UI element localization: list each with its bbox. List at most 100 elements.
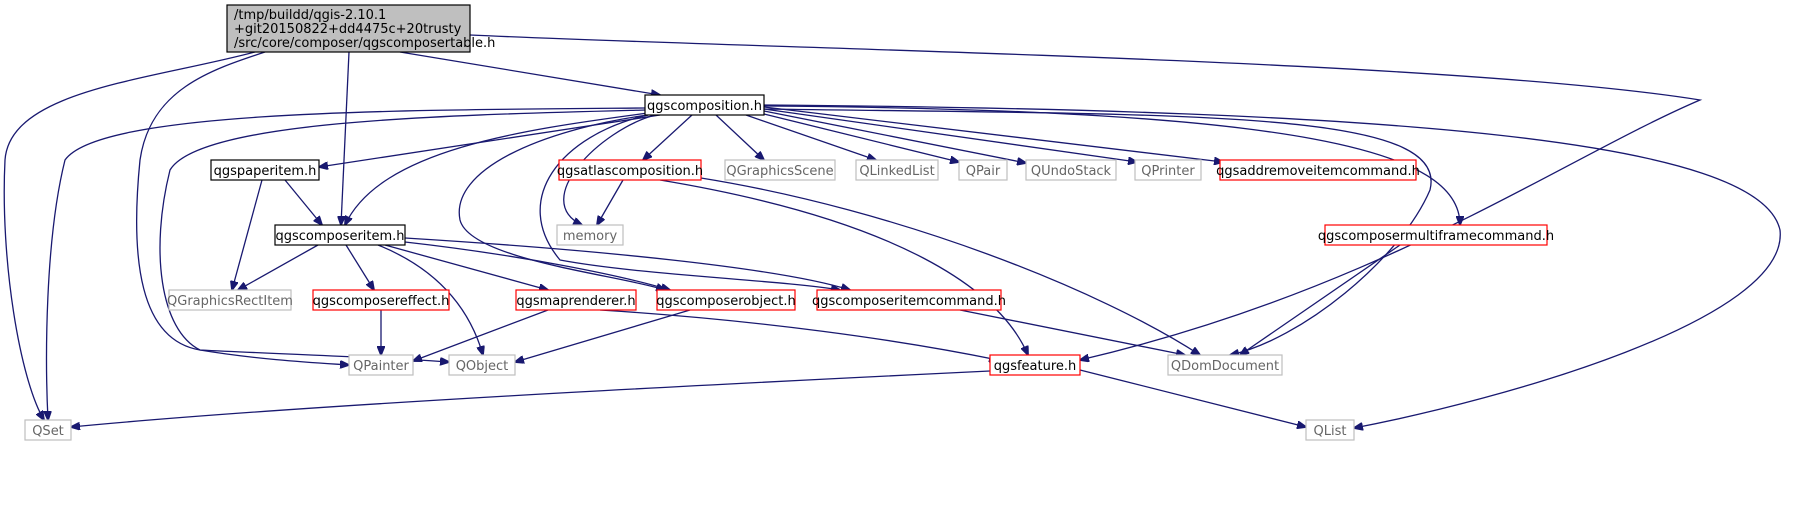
node-qgsatlascomposition[interactable]: qgsatlascomposition.h <box>557 159 703 181</box>
edge-qgspaperitem-to-qgscomposeritem <box>284 179 322 225</box>
edge-arrow <box>959 309 1185 355</box>
edge-qgscomposeritemcommand-to-qdomdocument <box>959 309 1185 355</box>
edge-qgsfeature-to-qset <box>71 370 991 427</box>
node-label: qgscomposition.h <box>647 99 762 114</box>
edge-qgscomposition-to-qgsaddremoveitemcommand <box>763 106 1223 162</box>
edge-arrow <box>458 114 665 290</box>
edge-root-to-qgscomposeritem <box>341 51 350 225</box>
node-qgspaperitem[interactable]: qgspaperitem.h <box>210 159 320 181</box>
node-qgscomposerobject[interactable]: qgscomposerobject.h <box>656 289 796 311</box>
node-box <box>724 159 836 181</box>
node-box <box>210 159 320 181</box>
edge-arrow <box>763 105 1460 225</box>
node-qlinkedlist: QLinkedList <box>855 159 939 181</box>
edge-arrow <box>763 108 1432 355</box>
node-qobject: QObject <box>448 354 516 376</box>
edge-qgscomposerobject-to-qobject <box>515 309 691 362</box>
edge-qgsatlascomposition-to-qdomdocument <box>700 177 1200 355</box>
edge-arrow <box>763 104 1781 428</box>
edge-arrow <box>539 114 840 290</box>
node-label: QPair <box>966 164 1001 179</box>
node-box <box>274 224 406 246</box>
edge-qgsatlascomposition-to-memory <box>597 179 624 225</box>
edge-arrow <box>341 51 350 225</box>
edge-arrow <box>643 114 693 160</box>
node-label: qgsfeature.h <box>994 359 1077 374</box>
node-qpainter: QPainter <box>348 354 414 376</box>
node-label: QObject <box>456 359 509 374</box>
node-label: qgsatlascomposition.h <box>557 164 703 179</box>
node-qgscomposeritemcommand[interactable]: qgscomposeritemcommand.h <box>812 289 1006 311</box>
edge-qgscomposition-to-qgscomposeritemcommand <box>539 114 840 290</box>
node-label: qgscomposeritemcommand.h <box>812 294 1006 309</box>
edge-arrow <box>319 114 661 167</box>
node-label: QGraphicsScene <box>726 164 833 179</box>
node-qdomdocument: QDomDocument <box>1167 354 1283 376</box>
node-qlist: QList <box>1305 419 1355 441</box>
node-qset: QSet <box>24 419 72 441</box>
node-qgsaddremoveitemcommand[interactable]: qgsaddremoveitemcommand.h <box>1216 159 1420 181</box>
node-qgscomposereffect[interactable]: qgscomposereffect.h <box>312 289 450 311</box>
node-qgsfeature[interactable]: qgsfeature.h <box>989 354 1081 376</box>
node-box <box>1324 224 1548 246</box>
edge-arrow <box>284 179 322 225</box>
edge-arrow <box>3 51 256 420</box>
node-memory: memory <box>556 224 624 246</box>
edge-root-to-qset <box>3 51 256 420</box>
node-label: /tmp/buildd/qgis-2.10.1 <box>234 8 386 23</box>
node-box <box>168 289 292 311</box>
edge-arrow <box>232 179 263 290</box>
edge-qgscomposition-to-qprinter <box>763 108 1137 162</box>
node-label: qgscomposereffect.h <box>313 294 450 309</box>
node-box <box>1167 354 1283 376</box>
edge-qgscomposition-to-qgscomposermultiframecommand <box>763 105 1460 225</box>
node-qgscomposition[interactable]: qgscomposition.h <box>644 94 765 116</box>
edge-qgscomposition-to-qpainter <box>159 109 647 365</box>
edge-qgscomposition-to-qlist <box>763 104 1781 428</box>
edge-qgsmaprenderer-to-qgsfeature <box>599 309 998 360</box>
node-box <box>348 354 414 376</box>
edge-qgsmaprenderer-to-qpainter <box>413 309 549 361</box>
node-layer: /tmp/buildd/qgis-2.10.1+git20150822+dd44… <box>24 4 1554 441</box>
edge-qgscomposition-to-qdomdocument <box>763 108 1432 355</box>
node-box <box>1219 159 1417 181</box>
edge-qgscomposition-to-qundostack <box>763 110 1026 163</box>
edge-arrow <box>413 309 549 361</box>
node-label: qgsaddremoveitemcommand.h <box>1216 164 1420 179</box>
edge-arrow <box>469 34 1703 360</box>
node-label: qgsmaprenderer.h <box>516 294 635 309</box>
edge-arrow <box>399 51 660 95</box>
edge-arrow <box>404 241 670 290</box>
node-box <box>448 354 516 376</box>
node-box <box>1305 419 1355 441</box>
edge-qgscomposition-to-qpair <box>763 113 959 162</box>
node-label: qgspaperitem.h <box>214 164 317 179</box>
edge-qgscomposition-to-qgraphicsscene <box>715 114 764 160</box>
node-qgscomposeritem[interactable]: qgscomposeritem.h <box>274 224 406 246</box>
node-qundostack: QUndoStack <box>1025 159 1117 181</box>
edge-qgscomposeritem-to-qgscomposereffect <box>345 244 374 290</box>
node-qgscomposermultiframecommand[interactable]: qgscomposermultiframecommand.h <box>1318 224 1554 246</box>
node-box <box>644 94 765 116</box>
node-box <box>558 159 702 181</box>
edge-arrow <box>136 51 449 362</box>
edge-arrow <box>763 110 1026 163</box>
node-root[interactable]: /tmp/buildd/qgis-2.10.1+git20150822+dd44… <box>226 4 495 53</box>
edge-arrow <box>700 177 1200 355</box>
node-box <box>855 159 939 181</box>
edge-arrow <box>763 106 1223 162</box>
edge-arrow <box>599 309 998 360</box>
edge-qgscomposition-to-qgsatlascomposition <box>643 114 693 160</box>
node-label: +git20150822+dd4475c+20trusty <box>234 22 462 37</box>
node-qgsmaprenderer[interactable]: qgsmaprenderer.h <box>515 289 637 311</box>
node-box <box>24 419 72 441</box>
node-label: QGraphicsRectItem <box>167 294 293 309</box>
edge-root-to-qgscomposition <box>399 51 660 95</box>
edge-arrow <box>597 179 624 225</box>
edge-root-to-qobject <box>136 51 449 362</box>
node-label: qgscomposerobject.h <box>656 294 796 309</box>
edge-layer <box>3 34 1781 428</box>
node-box <box>226 4 471 53</box>
edge-arrow <box>159 109 647 365</box>
